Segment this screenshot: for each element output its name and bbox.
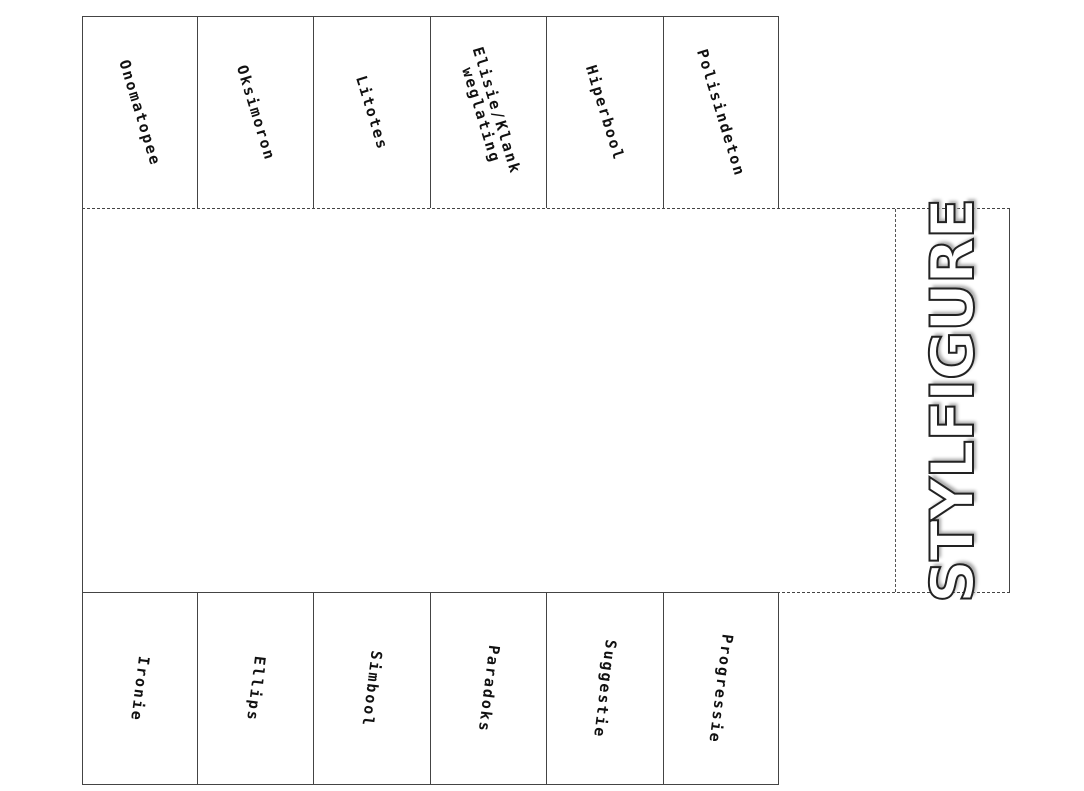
bot-tab: Suggestie: [546, 592, 664, 785]
tab-label: Polisindeton: [693, 46, 749, 179]
top-tab: Onomatopee: [82, 16, 198, 209]
tab-label: Paradoks: [474, 643, 503, 734]
bot-tab: Ellips: [197, 592, 314, 785]
tab-label: Ironie: [127, 654, 153, 723]
tab-label: Elisie/Klank weglating: [457, 44, 525, 177]
bot-tab: Paradoks: [430, 592, 547, 785]
title-stylfigure: STYLFIGURE: [917, 198, 989, 604]
center-panel: STYLFIGURE: [82, 198, 1010, 604]
bot-tab: Simbool: [313, 592, 431, 785]
bot-tab: Ironie: [82, 592, 198, 785]
top-tab: Oksimoron: [197, 16, 314, 209]
top-tab: Litotes: [313, 16, 431, 209]
tab-label: Ellips: [242, 654, 269, 723]
bot-tab: Progressie: [663, 592, 779, 785]
tab-label: Progressie: [705, 632, 737, 745]
top-tab: Hiperbool: [546, 16, 664, 209]
fold-line: [895, 209, 896, 592]
tab-label: Suggestie: [590, 638, 620, 739]
tab-label: Litotes: [352, 72, 392, 153]
tab-label: Hiperbool: [581, 62, 629, 163]
tab-label: Oksimoron: [232, 62, 279, 163]
top-tab: Elisie/Klank weglating: [430, 16, 547, 209]
tab-label: Simbool: [358, 649, 386, 728]
tab-label: Onomatopee: [115, 57, 165, 168]
top-tab: Polisindeton: [663, 16, 779, 209]
